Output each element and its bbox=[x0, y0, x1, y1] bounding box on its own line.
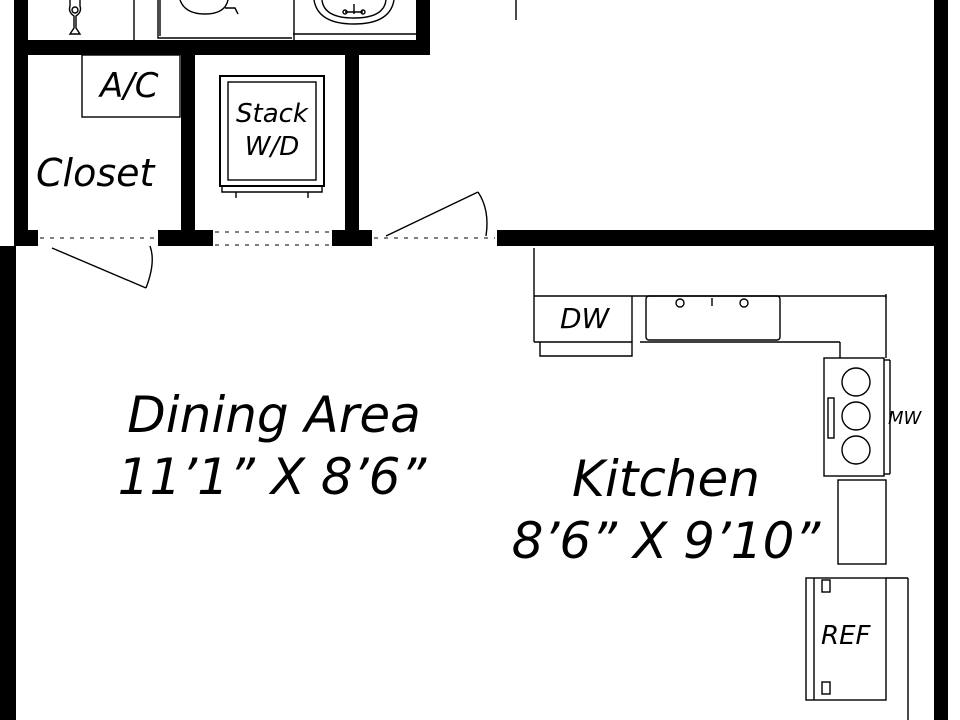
kitchen-size: 8’6” X 9’10” bbox=[512, 512, 822, 570]
wall-laundry-right bbox=[345, 55, 359, 245]
wall-right-outer bbox=[934, 0, 948, 720]
ac-label: A/C bbox=[98, 66, 159, 106]
wall-seg-right bbox=[497, 230, 948, 246]
kitchen-name: Kitchen bbox=[572, 450, 760, 508]
toilet-icon bbox=[68, 0, 82, 35]
range-icon bbox=[823, 357, 891, 477]
dining-area-size: 11’1” X 8’6” bbox=[118, 448, 428, 506]
wall-left-outer bbox=[14, 55, 28, 245]
closet-label: Closet bbox=[36, 151, 157, 195]
wall-bath-bottom bbox=[14, 40, 430, 55]
sink-icon bbox=[645, 295, 781, 341]
vanity-sink-icon bbox=[157, 0, 292, 39]
washer-dryer-icon bbox=[219, 75, 325, 198]
wall-seg-mid2 bbox=[332, 230, 372, 246]
closet-door-swing-icon bbox=[51, 245, 153, 289]
wall-closet-right bbox=[181, 55, 195, 245]
wall-seg-left bbox=[14, 230, 38, 246]
microwave-label: MW bbox=[888, 408, 923, 429]
washer-dryer-label-line2: W/D bbox=[245, 132, 300, 162]
round-sink-icon bbox=[313, 0, 395, 25]
wall-seg-mid1 bbox=[158, 230, 213, 246]
refrigerator-label: REF bbox=[821, 621, 871, 651]
dishwasher-label: DW bbox=[560, 302, 611, 335]
wall-bath-right bbox=[416, 0, 430, 55]
dining-area-name: Dining Area bbox=[127, 386, 420, 444]
refrigerator-icon bbox=[805, 577, 909, 720]
ac-unit bbox=[81, 54, 181, 118]
wall-left-lower bbox=[0, 246, 16, 720]
washer-dryer-label-line1: Stack bbox=[236, 99, 309, 129]
counter-lower-right bbox=[837, 479, 887, 565]
bedroom-door-swing-icon bbox=[385, 191, 488, 237]
